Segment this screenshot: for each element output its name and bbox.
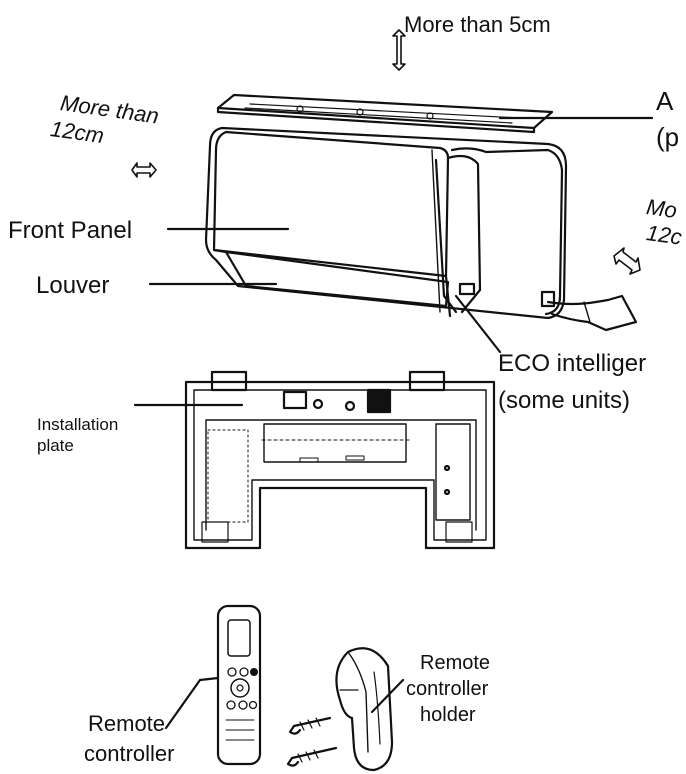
holder-label-1: Remote: [420, 652, 491, 674]
holder-label-3: holder: [420, 704, 476, 726]
remote-leader: [164, 676, 220, 730]
installation-plate-label-2: plate: [37, 436, 74, 455]
remote-label-2: controller: [84, 741, 175, 766]
clearance-right-label-2: 12c: [644, 220, 684, 250]
front-panel-label: Front Panel: [8, 217, 133, 244]
installation-plate-label-1: Installation: [37, 415, 119, 434]
holder-label-2: controller: [406, 678, 489, 700]
remote-controller: [216, 604, 262, 766]
remote-holder: [286, 647, 394, 772]
clearance-arrow-left: [131, 162, 157, 178]
pipe-outlet: [540, 290, 556, 308]
louver-flap: [224, 250, 450, 308]
top-panel-edge: [216, 106, 536, 134]
top-right-label-1: A: [656, 86, 674, 116]
top-right-label-2: (p: [656, 122, 680, 152]
clearance-right-label-1: Mo: [644, 194, 679, 224]
indoor-unit: [204, 93, 638, 332]
clearance-arrow-top: [392, 29, 406, 71]
eco-label-2: (some units): [498, 387, 631, 414]
top-panel: [216, 93, 554, 130]
eco-leader: [454, 294, 502, 354]
side-panel: [450, 147, 564, 316]
louver-label: Louver: [36, 272, 110, 299]
clearance-arrow-right: [613, 247, 641, 275]
refrigerant-pipe: [546, 294, 638, 332]
installation-plate: [184, 370, 496, 550]
eco-sensor: [458, 282, 476, 296]
clearance-top-label: More than 5cm: [404, 12, 551, 37]
eco-label-1: ECO intelliger: [498, 350, 647, 377]
remote-label-1: Remote: [88, 711, 166, 736]
unit-body: [204, 126, 568, 320]
